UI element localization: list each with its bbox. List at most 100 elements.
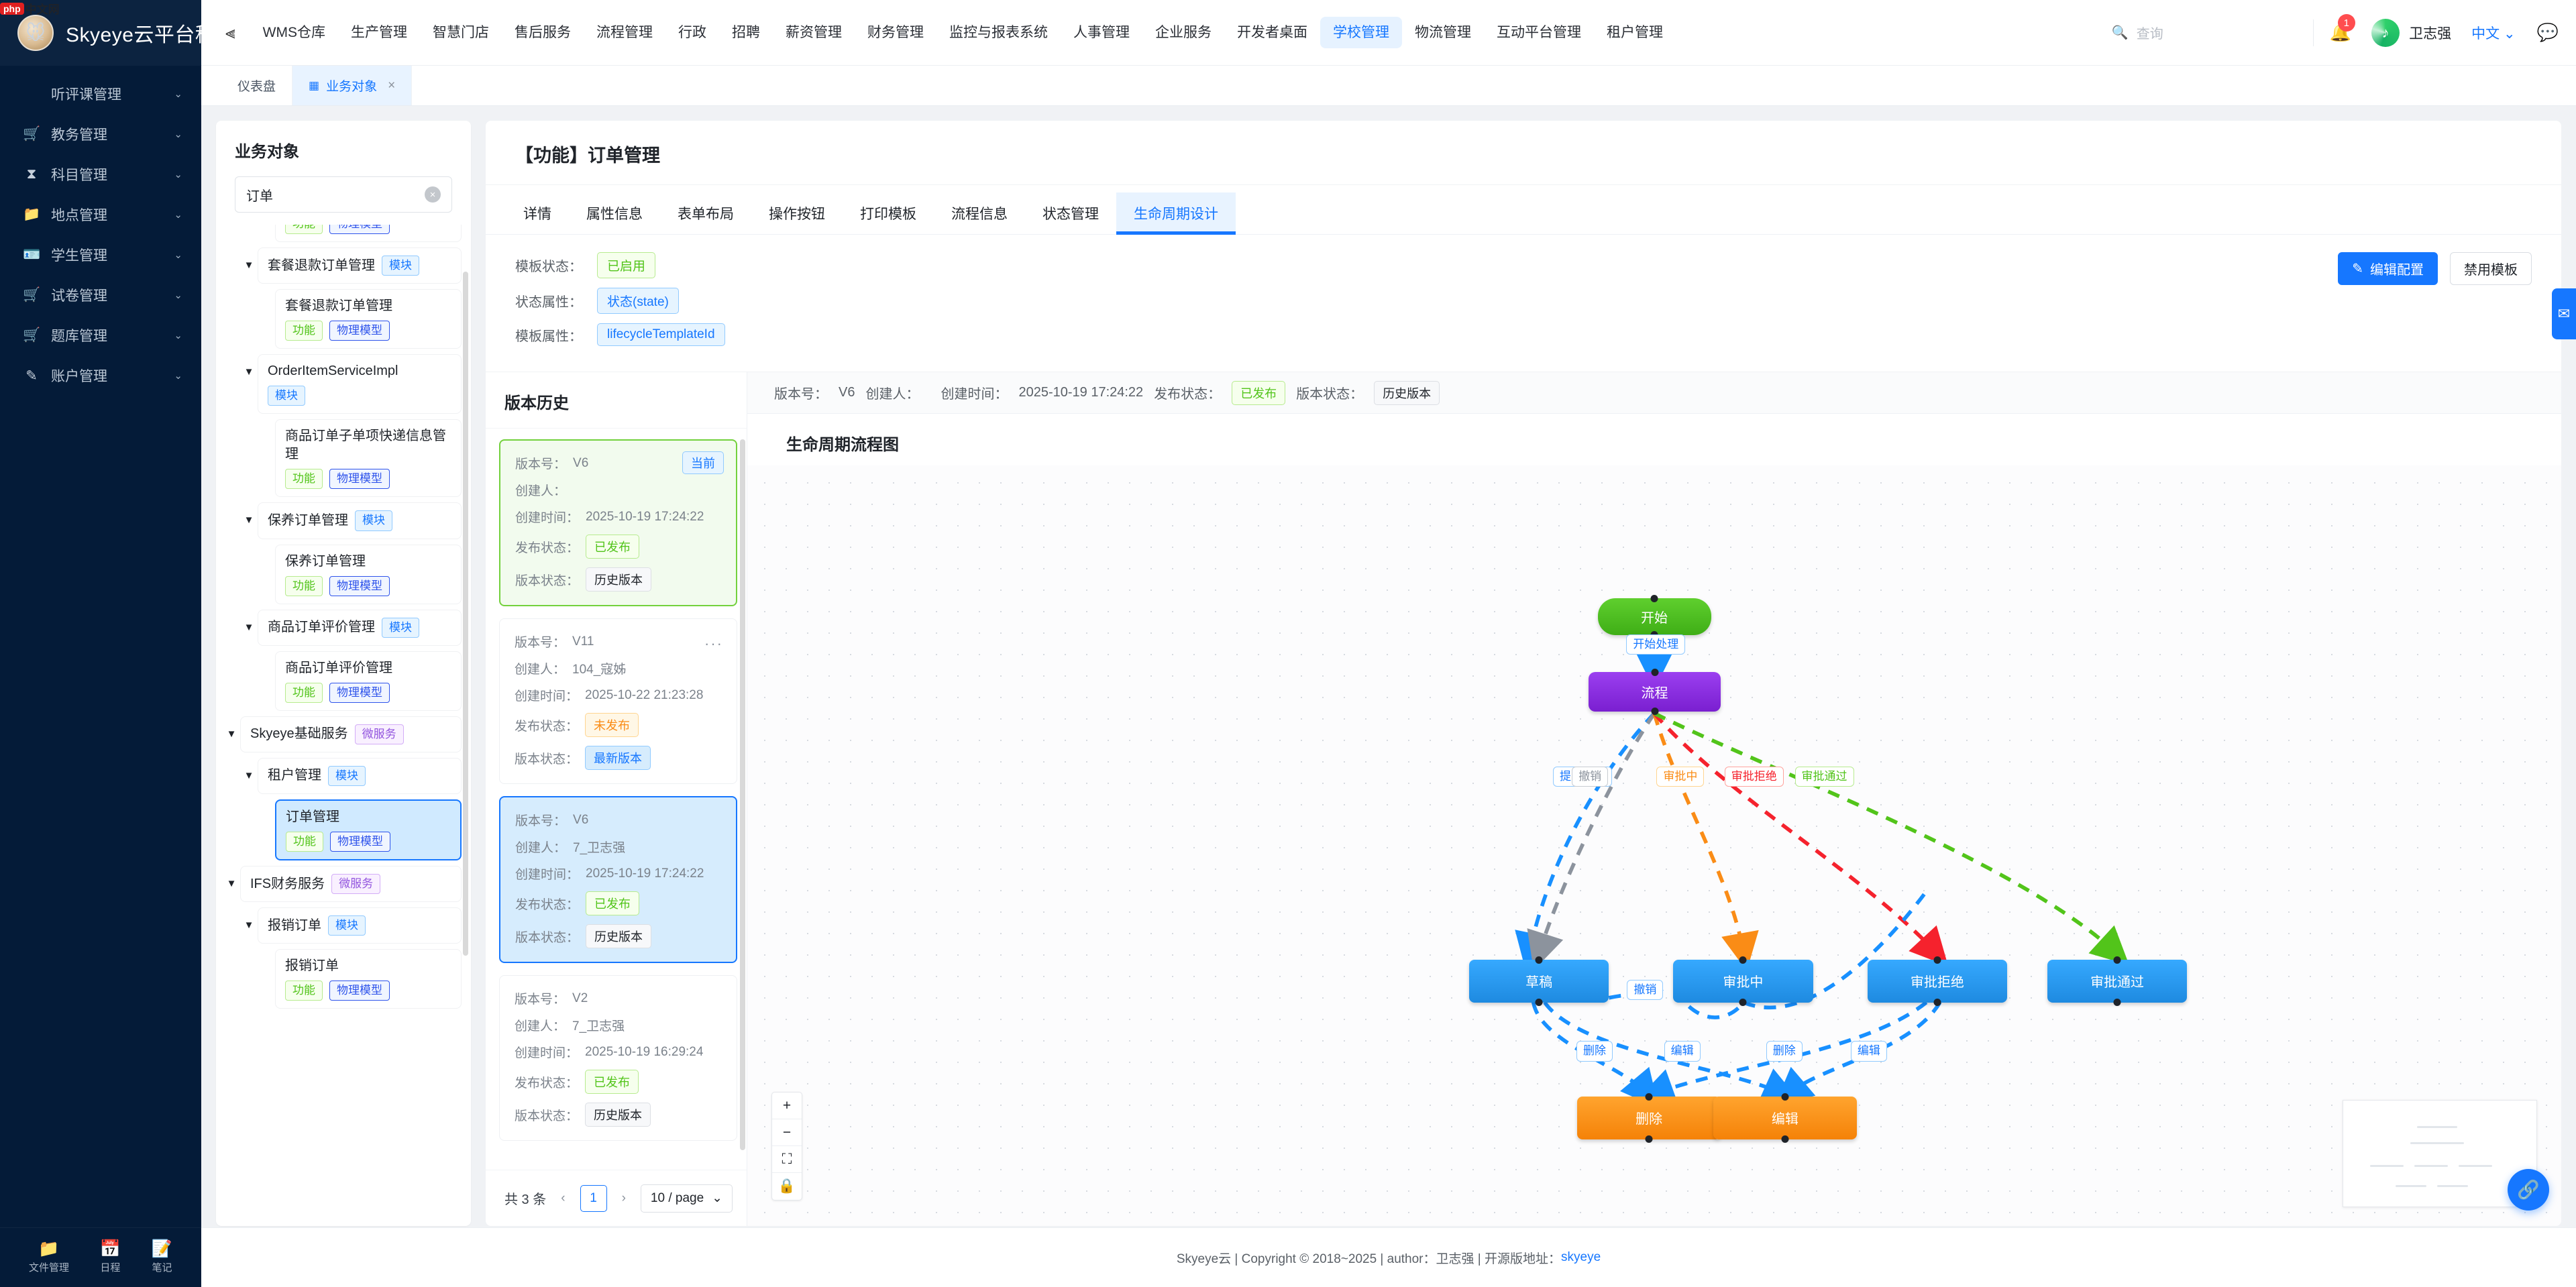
tree-node-card[interactable]: 报销订单功能物理模型 — [275, 949, 462, 1009]
more-options-icon[interactable]: ··· — [704, 635, 723, 652]
edge-label[interactable]: 编辑 — [1664, 1041, 1701, 1062]
tree-node-card[interactable]: 保养订单管理模块 — [258, 502, 462, 539]
nav-item-8[interactable]: 财务管理 — [867, 24, 924, 40]
node-port-bottom[interactable] — [1535, 998, 1543, 1006]
tree-node[interactable]: ▼套餐退款订单管理模块 — [240, 247, 462, 284]
edge-label[interactable]: 编辑 — [1850, 1041, 1887, 1062]
node-port-top[interactable] — [1645, 1093, 1653, 1101]
clear-icon[interactable]: × — [425, 186, 441, 203]
nav-item-14[interactable]: 物流管理 — [1415, 24, 1471, 40]
edge-label[interactable]: 审批中 — [1656, 767, 1705, 787]
flow-node-draft[interactable]: 草稿 — [1468, 956, 1609, 1006]
footer-link[interactable]: skyeye — [1561, 1250, 1601, 1264]
sidebar-item-shijuan[interactable]: 🛒 试卷管理 ⌄ — [0, 275, 201, 315]
nav-item-16[interactable]: 租户管理 — [1607, 24, 1663, 40]
nav-item-11[interactable]: 企业服务 — [1155, 24, 1212, 40]
notification-button[interactable]: 🔔 1 — [2330, 14, 2355, 43]
node-port-bottom[interactable] — [1933, 998, 1941, 1006]
tree-node[interactable]: 套餐退款订单管理功能物理模型 — [258, 289, 462, 349]
page-tab-business-object[interactable]: ▦ 业务对象 × — [292, 66, 413, 105]
tree-node[interactable]: ▼ 租户管理模块 — [240, 757, 462, 795]
nav-item-0[interactable]: WMS仓库 — [262, 24, 325, 40]
caret-down-icon[interactable]: ▼ — [244, 919, 254, 932]
caret-down-icon[interactable]: ▼ — [244, 621, 254, 633]
pager-prev-icon[interactable]: ‹ — [561, 1190, 566, 1205]
caret-down-icon[interactable]: ▼ — [244, 260, 254, 272]
tree-node[interactable]: 商品订单子单项快递信息管理功能物理模型 — [258, 419, 462, 498]
nav-item-3[interactable]: 售后服务 — [515, 24, 571, 40]
node-port-bottom[interactable] — [1651, 708, 1659, 716]
flow-node-edit[interactable]: 编辑 — [1713, 1093, 1857, 1143]
edit-config-button[interactable]: ✎ 编辑配置 — [2338, 252, 2438, 285]
caret-down-icon[interactable]: ▼ — [226, 728, 237, 740]
notes-button[interactable]: 📝 笔记 — [152, 1241, 172, 1274]
sidebar-item-kemu[interactable]: ⧗ 科目管理 ⌄ — [0, 154, 201, 194]
tree-node-card[interactable]: 商品订单评价管理模块 — [258, 609, 462, 646]
tab-3[interactable]: 操作按钮 — [769, 207, 825, 222]
calendar-button[interactable]: 📅 日程 — [100, 1241, 121, 1274]
floating-action-button[interactable]: 🔗 — [2508, 1169, 2549, 1211]
tree-node[interactable]: ▼Skyeye基础服务微服务 — [223, 716, 462, 752]
tree-node[interactable]: 报销订单功能物理模型 — [258, 949, 462, 1009]
pager-next-icon[interactable]: › — [621, 1190, 626, 1205]
tree-node[interactable]: 商品订单评价管理功能物理模型 — [258, 651, 462, 711]
zoom-out-button[interactable]: − — [772, 1119, 802, 1146]
node-port-top[interactable] — [1651, 669, 1659, 677]
tree-node-card[interactable]: 报销订单模块 — [258, 907, 462, 944]
flow-node-start[interactable]: 开始 — [1597, 595, 1711, 638]
sidebar-item-tiku[interactable]: 🛒 题库管理 ⌄ — [0, 315, 201, 355]
node-port-top[interactable] — [1739, 956, 1747, 964]
collapse-menu-icon[interactable]: ⫷ — [225, 21, 235, 42]
close-icon[interactable]: × — [388, 78, 396, 93]
flow-node-delete[interactable]: 删除 — [1577, 1093, 1721, 1143]
nav-item-6[interactable]: 招聘 — [732, 24, 760, 40]
tab-5[interactable]: 流程信息 — [951, 207, 1008, 222]
edge-label[interactable]: 审批拒绝 — [1724, 767, 1784, 787]
node-port-top[interactable] — [1933, 956, 1941, 964]
zoom-in-button[interactable]: + — [772, 1093, 802, 1119]
canvas-minimap[interactable] — [2343, 1100, 2537, 1207]
node-port-top[interactable] — [1650, 595, 1658, 603]
file-manager-button[interactable]: 📁 文件管理 — [29, 1241, 69, 1274]
tree-node-card[interactable]: IFS财务服务微服务 — [240, 866, 462, 903]
tab-6[interactable]: 状态管理 — [1042, 207, 1099, 222]
node-port-top[interactable] — [1781, 1093, 1789, 1101]
user-avatar-icon[interactable]: ♪ — [2371, 18, 2400, 47]
disable-template-button[interactable]: 禁用模板 — [2450, 252, 2532, 285]
page-tab-dashboard[interactable]: 仪表盘 — [221, 66, 293, 105]
tree-scrollbar[interactable] — [463, 272, 468, 956]
tree-node-card[interactable]: 租户管理模块 — [258, 757, 462, 795]
flow-node-rejected[interactable]: 审批拒绝 — [1867, 956, 2008, 1006]
language-switcher[interactable]: 中文 ⌄ — [2471, 23, 2515, 43]
edge-label[interactable]: 开始处理 — [1626, 634, 1686, 655]
tree-node-card[interactable]: 商品订单子单项快递信息管理功能物理模型 — [275, 419, 462, 498]
node-port-top[interactable] — [2113, 956, 2121, 964]
pager-page-1[interactable]: 1 — [580, 1184, 607, 1212]
caret-down-icon[interactable]: ▼ — [226, 878, 237, 890]
tree-node-card[interactable]: 保养订单管理功能物理模型 — [275, 544, 462, 604]
tree-node-card[interactable]: 订单管理功能物理模型 — [275, 799, 462, 861]
node-port-bottom[interactable] — [1645, 1135, 1653, 1143]
nav-item-15[interactable]: 互动平台管理 — [1497, 24, 1581, 40]
caret-down-icon[interactable]: ▼ — [244, 769, 254, 781]
sidebar-item-didian[interactable]: 📁 地点管理 ⌄ — [0, 194, 201, 235]
edge-label[interactable]: 撤销 — [1627, 979, 1664, 1000]
node-port-bottom[interactable] — [2113, 998, 2121, 1006]
tree-node[interactable]: 保养订单管理功能物理模型 — [258, 544, 462, 604]
tab-7[interactable]: 生命周期设计 — [1116, 192, 1236, 235]
nav-item-5[interactable]: 行政 — [678, 24, 706, 40]
node-port-bottom[interactable] — [1739, 998, 1747, 1006]
flow-node-pending[interactable]: 审批中 — [1673, 956, 1813, 1006]
node-port-top[interactable] — [1535, 956, 1543, 964]
sidebar-item-xuesheng[interactable]: 🪪 学生管理 ⌄ — [0, 235, 201, 275]
username-label[interactable]: 卫志强 — [2409, 25, 2452, 42]
nav-item-12[interactable]: 开发者桌面 — [1237, 24, 1307, 40]
caret-down-icon[interactable]: ▼ — [244, 366, 254, 378]
